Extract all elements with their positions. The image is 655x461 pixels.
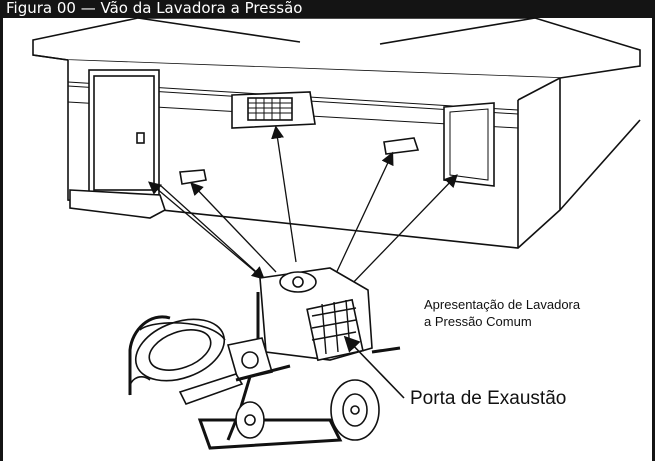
house-window (443, 102, 495, 187)
exhaust-port-label: Porta de Exaustão (410, 388, 567, 409)
house-small-vent-right (383, 137, 420, 155)
figure-title-bar: Figura 00 — Vão da Lavadora a Pressão (0, 0, 655, 18)
wheel-front (330, 379, 380, 441)
washer-caption: Apresentação de Lavadora a Pressão Comum (424, 296, 580, 330)
right-border (652, 18, 655, 461)
house-vent (231, 91, 316, 129)
left-border (0, 18, 3, 461)
pressure-washer (128, 267, 401, 450)
muffler-guard (306, 298, 364, 362)
figure-title: Figura 00 — Vão da Lavadora a Pressão (6, 0, 303, 17)
house (32, 17, 641, 249)
caption-line-1: Apresentação de Lavadora (424, 297, 581, 312)
house-door (69, 69, 166, 219)
wheel-rear (235, 401, 265, 439)
house-small-vent-left (179, 169, 207, 185)
hazard-arrows (148, 125, 458, 289)
caption-line-2: a Pressão Comum (424, 314, 532, 329)
exhaust-callout-line (343, 335, 405, 399)
